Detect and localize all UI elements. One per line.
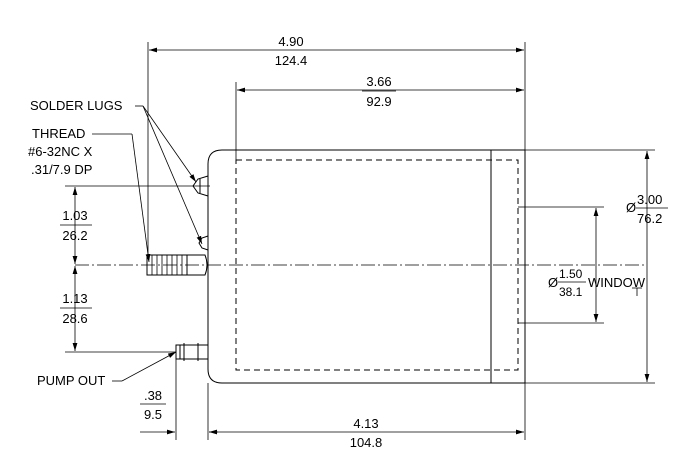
leader-thread (92, 133, 151, 263)
label-solder-lugs: SOLDER LUGS (30, 98, 123, 113)
dim-lower-mm: 28.6 (62, 311, 87, 326)
pump-out-fitting (175, 343, 209, 361)
dim-body-mm: 104.8 (350, 435, 383, 450)
leader-pump-out (112, 351, 177, 382)
label-pump-out: PUMP OUT (37, 373, 105, 388)
dim-upper-mm: 26.2 (62, 228, 87, 243)
dim-window-in: 1.50 (559, 267, 583, 281)
dim-window-suffix: WINDOW (588, 275, 646, 290)
thread-stud (146, 254, 208, 276)
label-thread-line3: .31/7.9 DP (31, 162, 92, 177)
inner-cavity-hidden-line (235, 159, 519, 371)
dim-lower-in: 1.13 (62, 291, 87, 306)
dim-flange-in: .38 (144, 388, 162, 403)
dim-inner-mm: 92.9 (366, 94, 391, 109)
dim-inner-in: 3.66 (366, 74, 391, 89)
dim-flange-mm: 9.5 (144, 407, 162, 422)
dim-overall-in: 4.90 (278, 34, 303, 49)
dim-overall-mm: 124.4 (275, 53, 308, 68)
tube-body-outline (207, 149, 526, 384)
solder-lug-small (198, 235, 209, 251)
dim-diameter-in: 3.00 (637, 192, 662, 207)
dim-window-symbol: Ø (548, 275, 558, 290)
dim-window-mm: 38.1 (559, 285, 583, 299)
label-thread-line2: #6-32NC X (28, 144, 93, 159)
leader-solder-lugs (135, 105, 203, 245)
dim-body-in: 4.13 (353, 416, 378, 431)
dim-upper-in: 1.03 (62, 208, 87, 223)
label-thread-line1: THREAD (32, 126, 85, 141)
dim-diameter-symbol: Ø (626, 200, 636, 215)
dim-diameter-mm: 76.2 (637, 211, 662, 226)
